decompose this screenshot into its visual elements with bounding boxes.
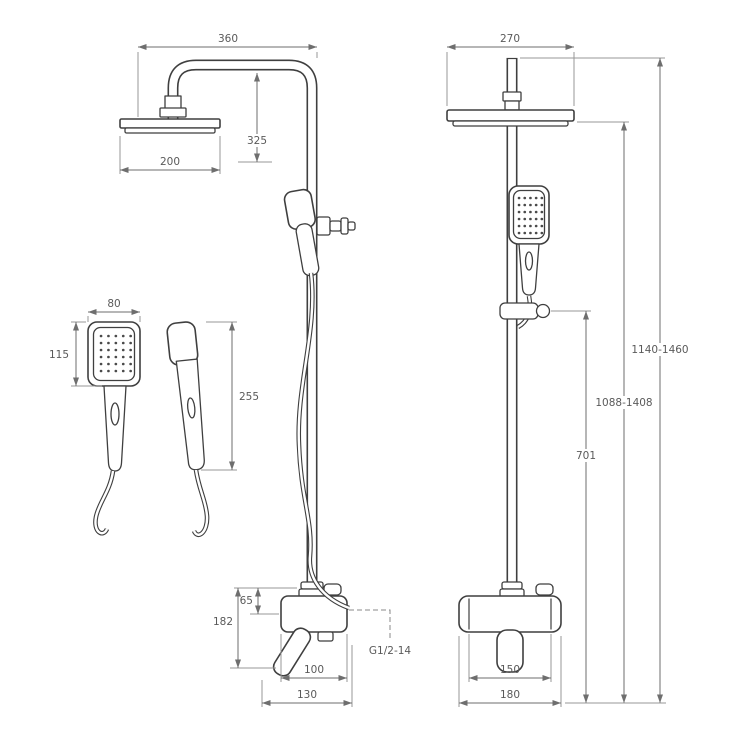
shower-column-pipe [506, 57, 518, 600]
dim-handshower-width: 80 [87, 298, 141, 322]
mixer-side-view [272, 581, 348, 677]
hand-shower-front-mounted [508, 185, 550, 296]
dim-mixer-body-width: 100 [280, 634, 348, 682]
handshower-hose-tail-2 [191, 469, 210, 537]
handshower-hose-tail [93, 470, 116, 536]
right-view: 270 1140-1460 1088-1408 701 [446, 33, 690, 707]
hand-shower-side-detail: 255 [166, 321, 259, 537]
dim-label-handshower-length: 255 [239, 391, 259, 403]
handshower-button [110, 402, 120, 426]
dim-arm-drop: 325 [238, 73, 272, 163]
dim-head-width-front: 270 [446, 33, 575, 106]
shower-hose [296, 272, 350, 611]
dim-label-arm-drop: 325 [247, 135, 267, 147]
dim-label-outlet-offset: 65 [240, 595, 253, 607]
dim-bracket-height: 701 [551, 310, 600, 703]
thread-spec-label: G1/2-14 [369, 645, 412, 657]
dim-label-mixer-body-width: 100 [304, 664, 324, 676]
rain-head-connector-side [159, 95, 187, 118]
handshower-handle [103, 385, 127, 472]
dim-label-head-width-side: 200 [160, 156, 180, 168]
dim-overall-height: 1140-1460 [520, 57, 690, 703]
left-view: 360 325 200 [49, 33, 411, 707]
dim-outlet-offset: 65 [234, 587, 297, 615]
slider-bracket [499, 302, 551, 320]
rain-shower-head-side [119, 118, 221, 134]
dim-mixer-overall-width-front: 180 [458, 636, 562, 707]
mixer-front-view [458, 581, 562, 673]
dim-label-mixer-inner-width: 150 [500, 664, 520, 676]
mixer-lever-front [496, 629, 524, 673]
thread-spec-callout: G1/2-14 [349, 609, 412, 657]
dim-label-arm-reach: 360 [218, 33, 238, 45]
dim-label-head-width-front: 270 [500, 33, 520, 45]
dim-label-handshower-head-height: 115 [49, 349, 69, 361]
spray-nozzles-front [517, 196, 544, 235]
dim-mixer-overall-width: 130 [261, 645, 353, 707]
dim-label-mixer-overall-width-front: 180 [500, 689, 520, 701]
dim-label-overall-height: 1140-1460 [631, 344, 688, 356]
dim-label-handshower-width: 80 [107, 298, 120, 310]
handshower-button-front [524, 251, 534, 271]
dim-column-height: 1088-1408 [577, 121, 653, 703]
dim-label-bracket-height: 701 [576, 450, 596, 462]
dim-label-mixer-overall-width: 130 [297, 689, 317, 701]
mixer-lever-side [272, 627, 312, 677]
spray-nozzles [99, 334, 134, 373]
hand-shower-holder [316, 216, 356, 236]
dim-head-width-side: 200 [119, 136, 221, 174]
rain-head-connector-front [502, 91, 522, 111]
dim-arm-reach: 360 [137, 33, 318, 117]
rain-shower-head-front [446, 109, 575, 127]
dim-label-column-height: 1088-1408 [595, 397, 652, 409]
dim-handshower-length: 255 [201, 321, 259, 471]
hand-shower-mounted-side [283, 188, 320, 277]
dim-mixer-height: 182 [213, 588, 276, 669]
dim-mixer-inner-width: 150 [468, 634, 552, 682]
shower-arm-and-column-pipe [167, 59, 318, 602]
hand-shower-front-detail: 80 115 [49, 298, 141, 536]
dim-label-mixer-height: 182 [213, 616, 233, 628]
dim-handshower-head-height: 115 [49, 321, 102, 387]
